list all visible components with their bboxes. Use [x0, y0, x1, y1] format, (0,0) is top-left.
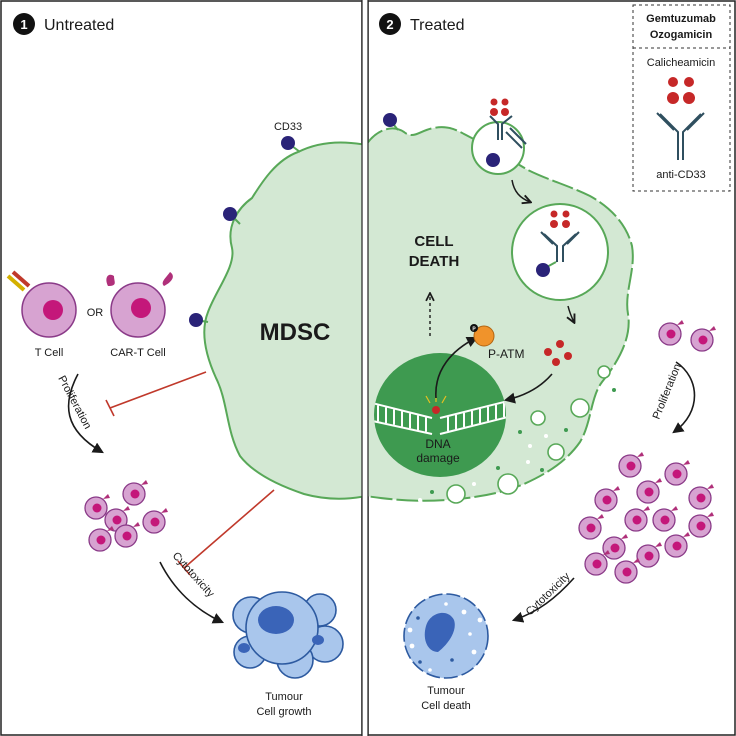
t-cell-small [114, 522, 140, 548]
t-cell-small [652, 506, 678, 532]
cd33-receptor-heads [189, 113, 500, 327]
cell-death-line2: DEATH [409, 253, 460, 270]
proliferated-t-cells-left [84, 480, 168, 552]
atm-activation-arrow [435, 336, 479, 399]
panel1-title: Untreated [44, 17, 114, 34]
t-cell-small [614, 558, 640, 584]
t-cell-small [142, 508, 168, 534]
t-cells-right-top [658, 320, 716, 352]
vesicle [530, 410, 546, 426]
car-receptor-icon [162, 272, 173, 286]
car-t-cell [106, 272, 173, 338]
inhibition-lines [105, 371, 275, 576]
t-cell-small [578, 514, 604, 540]
p-atm-label: P-ATM [488, 347, 524, 361]
proliferation-arrow-left [67, 373, 104, 454]
calicheamicin-icon [667, 77, 695, 104]
t-cell-small [122, 480, 148, 506]
t-cell-small [636, 478, 662, 504]
t-cell-small [594, 486, 620, 512]
vesicle [547, 443, 565, 461]
legend-title-line1: Gemtuzumab [646, 13, 716, 25]
t-cell-small [658, 320, 684, 346]
car-t-cell-label: CAR-T Cell [110, 347, 165, 359]
t-cell-small [690, 326, 716, 352]
cytoplasm-vesicles [418, 365, 616, 504]
tcr-icon [6, 270, 31, 292]
dna-double-helix [374, 399, 506, 435]
vesicle [446, 484, 466, 504]
t-cell [6, 270, 77, 338]
t-cell-small [624, 506, 650, 532]
vesicle [497, 473, 519, 495]
antibody-icon [656, 112, 705, 160]
drug-conjugate-binding [489, 98, 527, 149]
mdsc-cell-left [203, 141, 362, 500]
cd33-receptor [383, 113, 397, 127]
legend-title-line2: Ozogamicin [650, 29, 713, 41]
tumour-growth-line1: Tumour [265, 691, 303, 703]
proliferation-arrow-right [672, 361, 696, 434]
endosome-conjugate [536, 210, 580, 277]
panel2-number-badge [379, 13, 401, 35]
t-cell-small [618, 452, 644, 478]
panel2-title: Treated [410, 17, 465, 34]
tumour-growing-cluster [232, 591, 344, 679]
p-atm-protein [473, 325, 495, 347]
dna-damage-line1: DNA [425, 437, 450, 451]
proliferated-t-cells-right [578, 452, 714, 584]
tumour-growth-line2: Cell growth [256, 706, 311, 718]
tumour-death-line1: Tumour [427, 685, 465, 697]
t-cell-small [664, 460, 690, 486]
t-cell-label: T Cell [35, 347, 64, 359]
panel2-number: 2 [386, 17, 393, 32]
cd33-receptor [223, 207, 237, 221]
mdsc-label: MDSC [260, 319, 331, 346]
t-cell-small [84, 494, 110, 520]
cytotoxicity-arrow-right [511, 577, 575, 623]
dna-damage-line2: damage [416, 451, 460, 465]
cd33-receptor [189, 313, 203, 327]
phosphate-label: P [472, 327, 476, 333]
t-cell-small [584, 550, 610, 576]
cytotoxicity-arrow-left [159, 561, 225, 624]
t-cell-small [88, 526, 114, 552]
cell-death-line1: CELL [414, 233, 453, 250]
car-receptor-icon [106, 274, 115, 286]
phosphate-badge [470, 324, 478, 332]
t-cell-small [664, 532, 690, 558]
legend-box [632, 4, 731, 192]
cd33-label: CD33 [274, 121, 302, 133]
nucleus [374, 353, 506, 477]
endosome [511, 203, 609, 301]
vesicle [570, 398, 590, 418]
drug-to-nucleus-arrow [503, 373, 553, 404]
cd33-receptor [281, 136, 295, 150]
legend-antibody-label: anti-CD33 [656, 169, 706, 181]
legend-drug-label: Calicheamicin [647, 57, 715, 69]
cd33-receptor [486, 153, 500, 167]
t-cell-small [688, 512, 714, 538]
vesicle [597, 365, 611, 379]
or-label: OR [87, 307, 104, 319]
panel1-number: 1 [20, 17, 27, 32]
t-cell-small [688, 484, 714, 510]
t-cell-small [636, 542, 662, 568]
released-calicheamicin [544, 340, 572, 366]
release-arrow [568, 305, 574, 322]
tumour-death-line2: Cell death [421, 700, 471, 712]
panel1-number-badge [13, 13, 35, 35]
dna-break-marker [432, 406, 440, 414]
tumour-dying-cell [403, 593, 489, 681]
internalization-arrow [511, 179, 530, 202]
